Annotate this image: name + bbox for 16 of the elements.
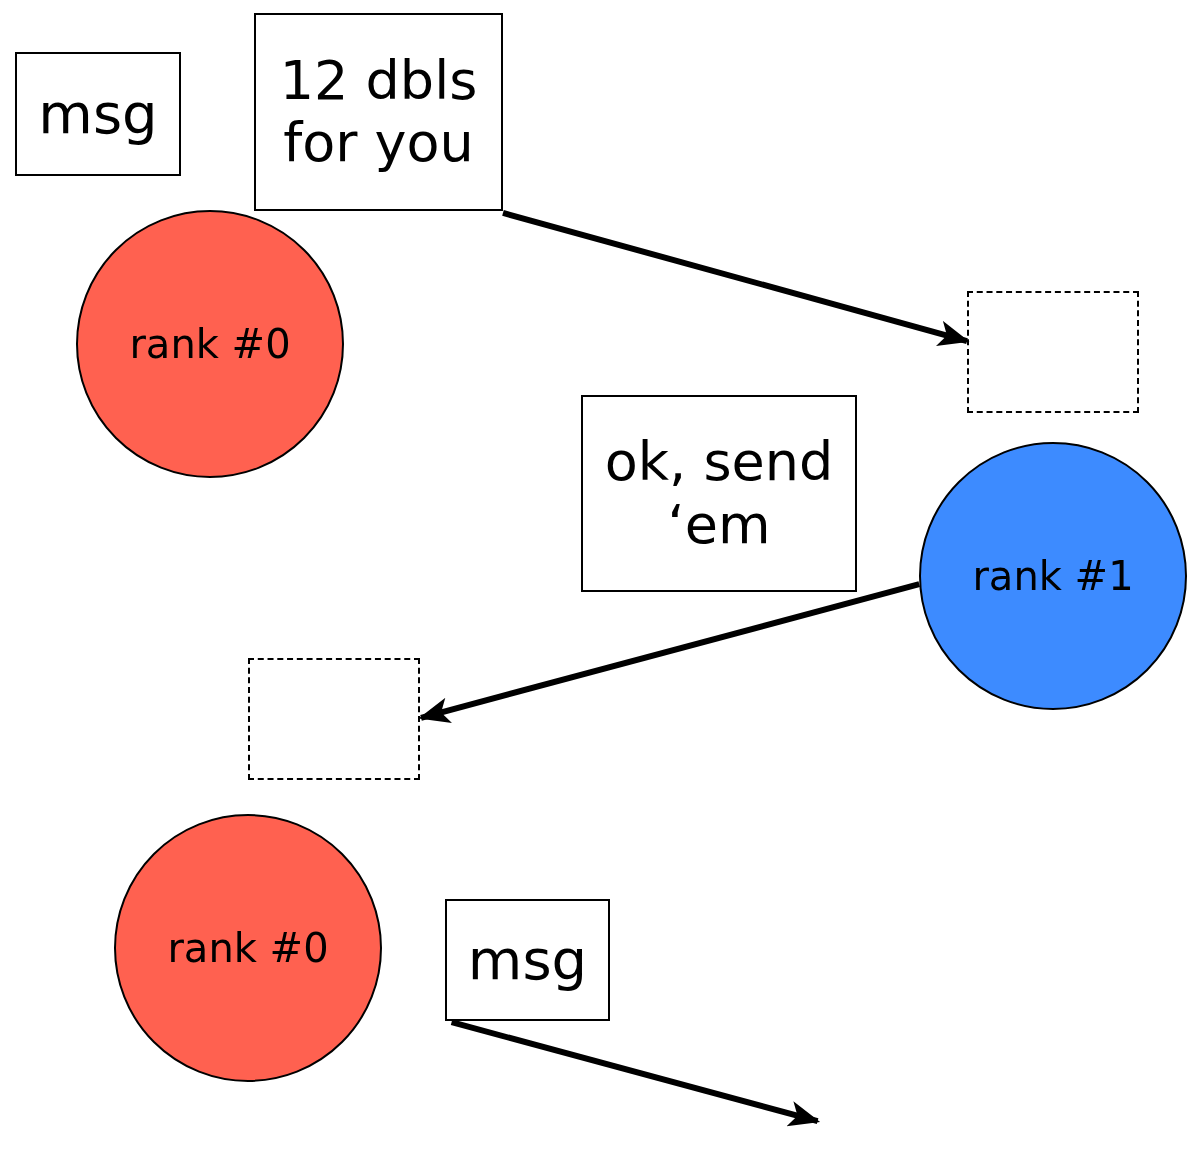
message-text: ok, send ‘em	[603, 431, 835, 556]
dashed-placeholder-box	[967, 291, 1139, 413]
message-box	[15, 52, 181, 176]
rank-label: rank #0	[167, 925, 329, 971]
rank-label: rank #1	[972, 553, 1134, 599]
arrow	[450, 1019, 821, 1127]
message-text: msg	[38, 81, 158, 147]
rank-label: rank #0	[129, 321, 291, 367]
dashed-placeholder-box	[248, 658, 420, 780]
message-box	[254, 13, 503, 211]
message-text: msg	[467, 927, 588, 993]
message-box	[445, 899, 610, 1021]
message-box	[581, 395, 857, 592]
arrow	[502, 210, 970, 346]
message-text: 12 dbls for you	[278, 49, 479, 175]
arrow	[418, 581, 921, 723]
